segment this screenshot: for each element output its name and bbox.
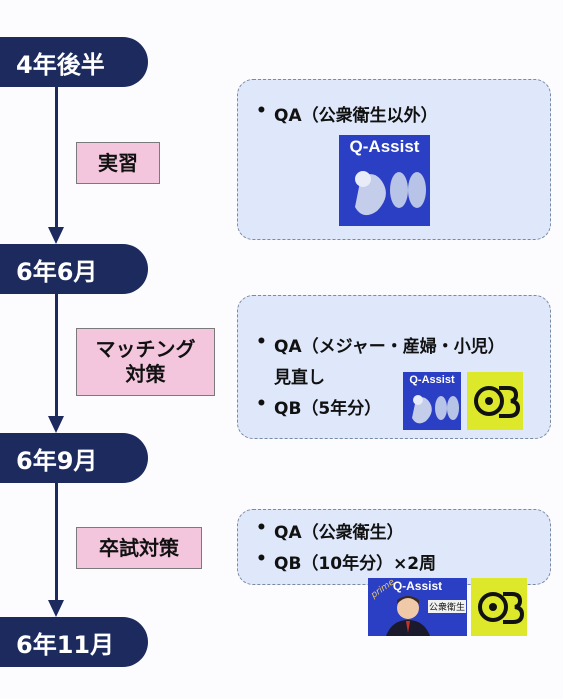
qb-logo <box>471 578 527 636</box>
q-assist-logo-text: Q-Assist <box>349 137 420 156</box>
phase-label: 卒試対策 <box>76 527 202 569</box>
arrow-down-icon <box>48 227 64 244</box>
q-assist-logo-text: Q-Assist <box>409 374 455 386</box>
q-assist-logo: Q-Assist <box>403 372 461 430</box>
timeline-marker: 6年11月 <box>0 617 148 667</box>
phase-label: 実習 <box>76 142 160 184</box>
lungs-stomach-icon <box>355 171 426 216</box>
timeline-marker: 6年9月 <box>0 433 148 483</box>
timeline-marker: 4年後半 <box>0 37 148 87</box>
study-item: • QB（5年分） <box>256 394 381 419</box>
phase-label: マッチング 対策 <box>76 328 215 396</box>
bullet-icon: • <box>256 332 267 352</box>
qb-logo <box>467 372 523 430</box>
bullet-icon: • <box>256 394 267 414</box>
study-item-text: QA（公衆衛生以外） <box>274 106 438 126</box>
q-assist-logo: Q-Assist <box>339 135 430 226</box>
qb-logo-icon <box>474 386 521 418</box>
bullet-icon: • <box>256 101 267 121</box>
study-item-continuation: 見直し <box>274 363 325 388</box>
study-box <box>237 509 551 585</box>
timeline-marker: 6年6月 <box>0 244 148 294</box>
study-item-text: 見直し <box>274 368 325 388</box>
qb-logo-icon <box>478 592 525 624</box>
phase-label-text: マッチング 対策 <box>95 337 196 386</box>
study-item-text: QB（5年分） <box>274 399 382 419</box>
bullet-icon: • <box>256 518 267 538</box>
study-item-text: QA（メジャー・産婦・小児） <box>274 337 505 357</box>
timeline-connector <box>55 87 58 227</box>
q-assist-prime-logo: Q-Assist prime 公衆衛生 <box>368 578 467 636</box>
timeline-connector <box>55 483 58 600</box>
lungs-stomach-icon <box>412 395 459 424</box>
arrow-down-icon <box>48 600 64 617</box>
lecturer-icon <box>386 596 430 636</box>
study-item-text: QA（公衆衛生） <box>274 523 404 543</box>
study-item: • QA（公衆衛生以外） <box>256 101 438 126</box>
study-item-text: QB（10年分）×2周 <box>274 554 437 574</box>
study-item: • QA（公衆衛生） <box>256 518 404 543</box>
prime-subtitle: 公衆衛生 <box>428 600 466 613</box>
study-item: • QA（メジャー・産婦・小児） <box>256 332 505 357</box>
arrow-down-icon <box>48 416 64 433</box>
bullet-icon: • <box>256 549 267 569</box>
study-item: • QB（10年分）×2周 <box>256 549 436 574</box>
q-assist-logo-text: Q-Assist <box>392 579 443 593</box>
timeline-connector <box>55 294 58 416</box>
